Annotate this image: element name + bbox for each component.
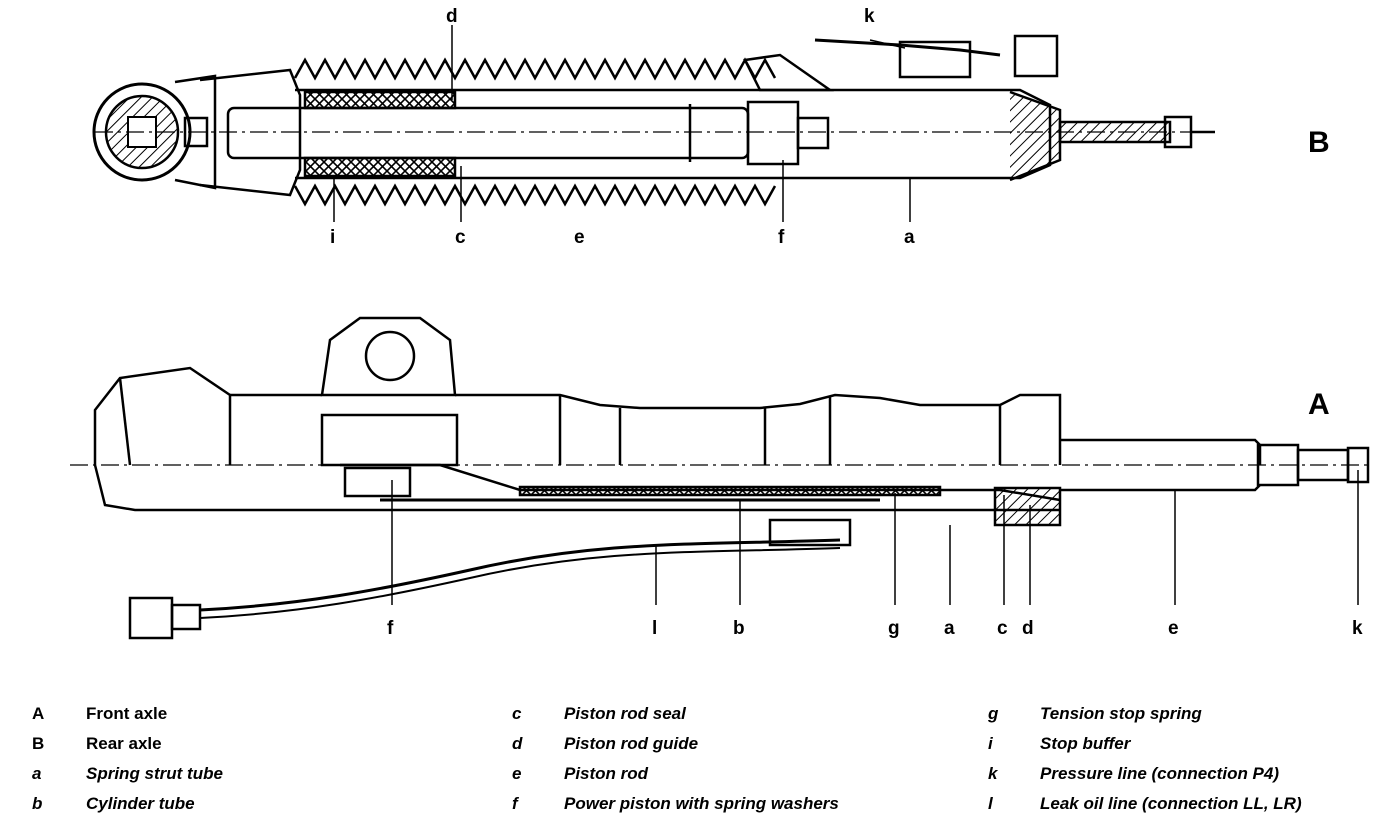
legend-text: Pressure line (connection P4)	[1040, 764, 1280, 783]
legend-text: Cylinder tube	[86, 794, 195, 813]
legend-key: d	[512, 734, 523, 753]
a-callout-c: c	[997, 618, 1008, 639]
legend-text: Piston rod seal	[564, 704, 686, 723]
legend-key: e	[512, 764, 522, 783]
b-callout-d: d	[446, 6, 458, 27]
a-callout-a: a	[944, 618, 955, 639]
legend-key: a	[32, 764, 42, 783]
legend-text: Stop buffer	[1040, 734, 1131, 753]
legend-key: c	[512, 704, 522, 723]
legend-key: B	[32, 734, 45, 753]
a-callout-g: g	[888, 618, 900, 639]
legend-key: i	[988, 734, 993, 753]
legend-text: Power piston with spring washers	[564, 794, 839, 813]
legend-text: Piston rod	[564, 764, 649, 783]
legend-key: A	[32, 704, 45, 723]
legend-text: Rear axle	[86, 734, 162, 753]
a-callout-b: b	[733, 618, 745, 639]
view-a-label: A	[1308, 388, 1330, 421]
view-b-label: B	[1308, 126, 1330, 159]
legend-key: l	[988, 794, 993, 813]
spring-strut-diagram: d k i c e f a B	[70, 6, 1370, 640]
a-callout-e: e	[1168, 618, 1179, 639]
a-callout-d: d	[1022, 618, 1034, 639]
legend-text: Front axle	[86, 704, 168, 723]
b-callout-e: e	[574, 227, 585, 248]
b-callout-a: a	[904, 227, 915, 248]
legend-text: Leak oil line (connection LL, LR)	[1040, 794, 1302, 813]
legend-key: k	[988, 764, 998, 783]
a-callout-f: f	[387, 618, 394, 639]
legend-text: Piston rod guide	[564, 734, 699, 753]
b-callout-k: k	[864, 6, 875, 27]
b-callout-f: f	[778, 227, 785, 248]
legend-key: g	[988, 704, 999, 723]
b-callout-i: i	[330, 227, 335, 248]
legend-key: f	[512, 794, 518, 813]
a-callout-l: l	[652, 618, 657, 639]
legend-text: Tension stop spring	[1040, 704, 1202, 723]
legend: A Front axle B Rear axle a Spring strut …	[0, 700, 1392, 825]
view-a-drawing	[70, 316, 1370, 640]
legend-text: Spring strut tube	[86, 764, 223, 783]
b-callout-c: c	[455, 227, 466, 248]
view-a-leaders	[391, 470, 1359, 605]
a-callout-k: k	[1352, 618, 1363, 639]
view-b-drawing	[92, 34, 1215, 207]
legend-key: b	[32, 794, 43, 813]
view-b-leaders	[333, 25, 911, 222]
